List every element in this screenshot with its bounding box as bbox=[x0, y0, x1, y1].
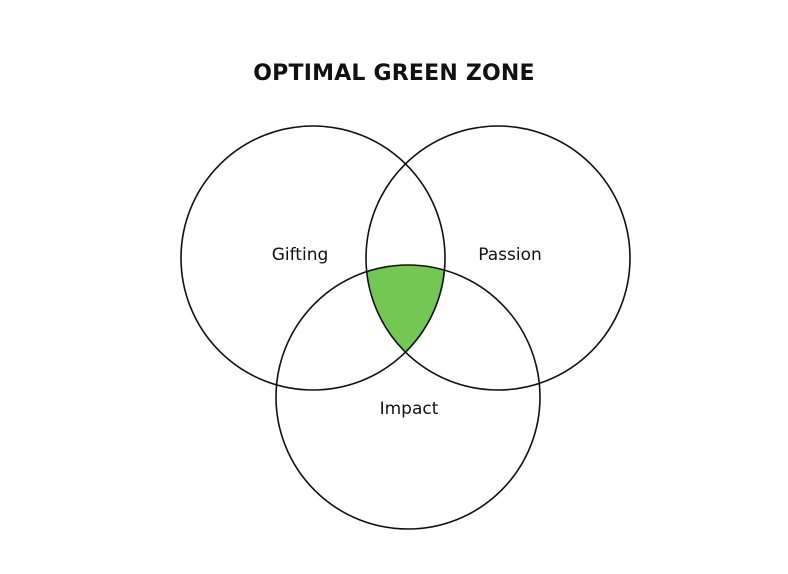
impact-circle bbox=[275, 264, 541, 530]
gifting-circle bbox=[180, 125, 446, 391]
page-title: OPTIMAL GREEN ZONE bbox=[253, 61, 535, 86]
passion-circle bbox=[365, 125, 631, 391]
optimal-zone-highlight bbox=[366, 265, 445, 390]
gifting-label: Gifting bbox=[272, 245, 329, 265]
passion-label: Passion bbox=[478, 245, 542, 265]
impact-label: Impact bbox=[380, 399, 439, 419]
